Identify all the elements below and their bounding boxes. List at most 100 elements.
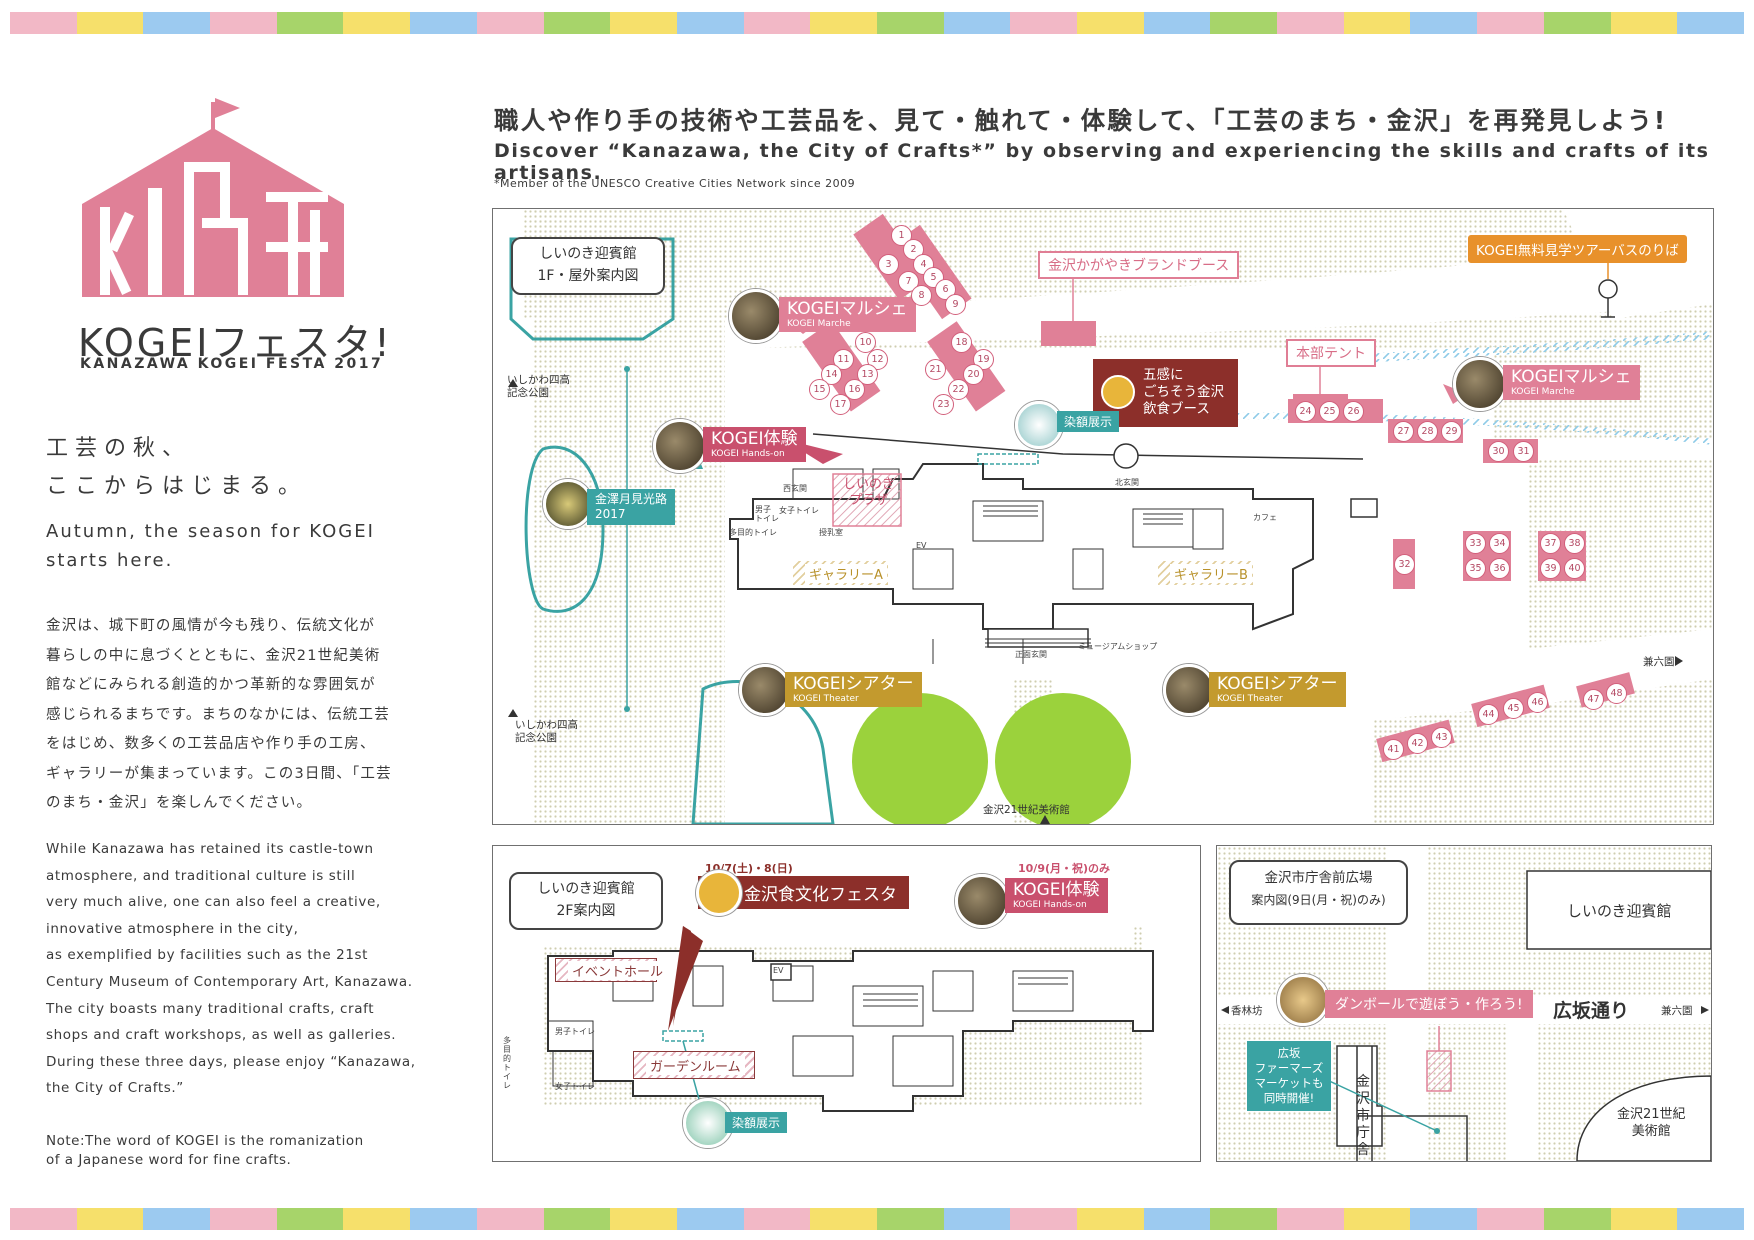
- hands-on-subtitle: KOGEI Hands-on: [711, 449, 785, 459]
- main-map-1f-outdoor: しいのき迎賓館 1F・屋外案内図 いしかわ四高 記念公園 いしかわ四高 記念公園…: [492, 208, 1714, 825]
- stripe-segment: [343, 1208, 411, 1230]
- tagline-english: Autumn, the season for KOGEI starts here…: [46, 517, 375, 575]
- city-hall-char: 市: [1356, 1108, 1370, 1124]
- logo-subtitle: KANAZAWA KOGEI FESTA 2017: [80, 356, 384, 372]
- stripe-segment: [943, 12, 1011, 34]
- theater-title: KOGEIシアター: [793, 674, 914, 694]
- stripe-segment: [10, 1208, 77, 1230]
- booth-marker: 26: [1343, 401, 1364, 422]
- dye-exhibit-photo: [1015, 401, 1063, 449]
- marche-title: KOGEIマルシェ: [1511, 367, 1632, 387]
- farmers-line: マーケットも: [1254, 1076, 1324, 1090]
- booth-marker: 30: [1488, 441, 1509, 462]
- stripe-segment: [1277, 12, 1344, 34]
- main-gate-label: 正面玄関: [1015, 650, 1047, 659]
- ume-flower-icon: [696, 870, 742, 916]
- booth-marker: 35: [1465, 558, 1486, 579]
- marche-callout-east: KOGEIマルシェ KOGEI Marche: [1503, 365, 1640, 400]
- stripe-segment: [743, 12, 811, 34]
- booth-marker: 3: [878, 254, 899, 275]
- stripe-segment: [1610, 12, 1678, 34]
- stripe-segment: [476, 1208, 544, 1230]
- bottom-color-stripe: [10, 1208, 1744, 1230]
- body-en-line: very much alive, one can also feel a cre…: [46, 894, 381, 911]
- stripe-segment: [610, 1208, 677, 1230]
- booth-marker: 40: [1564, 558, 1585, 579]
- map-2f-title-box: しいのき迎賓館 2F案内図: [509, 872, 663, 930]
- heading-english: Discover “Kanazawa, the City of Crafts*”…: [494, 140, 1710, 184]
- park-bottom-line: 記念公園: [515, 732, 557, 744]
- booth-marker: 25: [1319, 401, 1340, 422]
- booth-marker: 45: [1503, 698, 1524, 719]
- garden-room-area: ガーデンルーム: [633, 1051, 755, 1079]
- kenrokuen-label: 兼六園: [1643, 656, 1675, 668]
- map-1f-subtitle: 1F・屋外案内図: [537, 268, 639, 284]
- hands-on-callout: KOGEI体験 KOGEI Hands-on: [703, 427, 806, 462]
- stripe-segment: [410, 1208, 477, 1230]
- stripe-segment: [210, 1208, 277, 1230]
- hands-on-title: KOGEI体験: [711, 429, 798, 449]
- booth-marker: 37: [1540, 533, 1561, 554]
- plaza-subtitle: 案内図(9日(月・祝)のみ): [1251, 893, 1386, 907]
- city-hall-char: 金: [1356, 1074, 1370, 1090]
- plaza-title: 金沢市庁舎前広場: [1264, 870, 1373, 886]
- stripe-segment: [1210, 12, 1278, 34]
- farmers-market-callout: 広坂 ファーマーズ マーケットも 同時開催!: [1247, 1041, 1331, 1111]
- booth-marker: 36: [1489, 558, 1510, 579]
- intro-text-english: While Kanazawa has retained its castle-t…: [46, 836, 436, 1102]
- food-booth-text: 五感に ごちそう金沢 飲食ブース: [1143, 367, 1224, 418]
- shiinoki-plaza-label: しいのき プラザ: [843, 477, 895, 509]
- booth-marker: 48: [1606, 683, 1627, 704]
- hands-on-2f-callout: KOGEI体験 KOGEI Hands-on: [1005, 878, 1108, 913]
- stripe-segment: [276, 12, 344, 34]
- stripe-segment: [676, 12, 744, 34]
- stripe-segment: [1477, 1208, 1544, 1230]
- stripe-segment: [1543, 12, 1611, 34]
- stripe-segment: [1010, 12, 1077, 34]
- marche-callout-west: KOGEIマルシェ KOGEI Marche: [779, 297, 916, 332]
- booth-marker: 16: [844, 379, 865, 400]
- kogei-note: Note:The word of KOGEI is the romanizati…: [46, 1132, 436, 1170]
- men-wc-line: 男子: [755, 505, 771, 514]
- body-jp-line: をはじめ、数多くの工芸品店や作り手の工房、: [46, 736, 376, 752]
- museum-shop-label: ミュージアムショップ: [1078, 642, 1158, 651]
- theater-photo: [739, 664, 791, 716]
- stripe-segment: [1077, 1208, 1144, 1230]
- booth-marker: 31: [1513, 441, 1534, 462]
- city-hall-label: 金 沢 市 庁 舎: [1356, 1074, 1370, 1159]
- hands-on-2f-date: 10/9(月・祝)のみ: [1018, 862, 1111, 875]
- stripe-segment: [143, 1208, 211, 1230]
- elevator-2f-label: EV: [773, 966, 784, 975]
- theater-callout-east: KOGEIシアター KOGEI Theater: [1209, 672, 1346, 707]
- heading-japanese: 職人や作り手の技術や工芸品を、見て・触れて・体験して、「工芸のまち・金沢」を再発…: [494, 106, 1668, 135]
- marche-subtitle: KOGEI Marche: [1511, 387, 1575, 397]
- event-hall-area: イベントホール: [555, 958, 668, 982]
- booth-marker: 42: [1407, 733, 1428, 754]
- theater-subtitle: KOGEI Theater: [793, 694, 859, 704]
- stripe-segment: [210, 12, 277, 34]
- booth-marker: 44: [1478, 704, 1499, 725]
- stripe-segment: [343, 12, 411, 34]
- stripe-segment: [676, 1208, 744, 1230]
- intro-text-japanese: 金沢は、城下町の風情が今も残り、伝統文化が 暮らしの中に息づくとともに、金沢21…: [46, 612, 426, 819]
- body-en-line: During these three days, please enjoy “K…: [46, 1053, 416, 1070]
- women-toilet-label: 女子トイレ: [779, 506, 819, 515]
- cafe-label: カフェ: [1253, 513, 1277, 522]
- museum-label: 金沢21世紀美術館: [983, 804, 1070, 816]
- stripe-segment: [1543, 1208, 1611, 1230]
- theater-callout-west: KOGEIシアター KOGEI Theater: [785, 672, 922, 707]
- theater-photo: [1163, 664, 1215, 716]
- hirosaka-street-label: 広坂通り: [1553, 1000, 1630, 1022]
- multipurpose-toilet-label: 多目的トイレ: [729, 528, 777, 537]
- stripe-segment: [143, 12, 211, 34]
- booth-marker: 8: [911, 285, 932, 306]
- women-toilet-2f-label: 女子トイレ: [555, 1082, 595, 1091]
- museum-plaza-line: 美術館: [1631, 1124, 1671, 1139]
- event-hall-label: イベントホール: [568, 961, 668, 980]
- cardboard-callout: ダンボールで遊ぼう・作ろう!: [1325, 990, 1533, 1018]
- bus-stop-label: KOGEI無料見学ツアーバスのりば: [1468, 235, 1687, 263]
- food-festa-callout: 金沢食文化フェスタ: [696, 870, 909, 916]
- body-jp-line: 暮らしの中に息づくとともに、金沢21世紀美術: [46, 647, 381, 664]
- elevator-label: EV: [916, 541, 927, 550]
- booth-marker: 18: [951, 332, 972, 353]
